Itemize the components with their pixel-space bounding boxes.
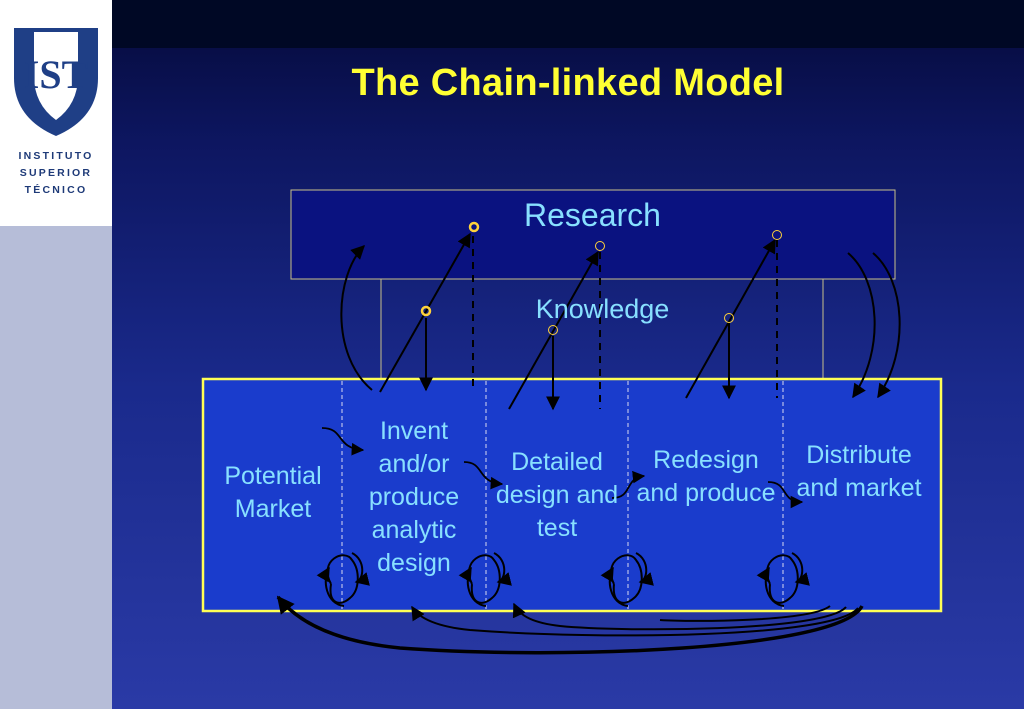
logo-panel: IST INSTITUTO SUPERIOR TÉCNICO [0,0,112,226]
stage-invent-design: Invent and/or produce analytic design [368,417,460,577]
stage-dividers [341,381,784,609]
sidebar: IST INSTITUTO SUPERIOR TÉCNICO [0,0,112,709]
logo-emblem-text: IST [24,52,89,97]
long-feedback-arrows [276,595,864,655]
stage-flow-arrows [321,427,804,509]
side-arcs [340,245,901,399]
ist-shield-logo: IST [14,28,98,136]
stage-detailed-design: Detailed design and test [495,448,619,542]
logo-line-2: SUPERIOR [19,167,93,179]
knowledge-label: Knowledge [535,294,670,324]
feedback-loops [316,552,810,607]
stage-distribute-market: Distribute and market [796,441,922,502]
top-band [112,0,1024,48]
knowledge-nodes [420,221,782,335]
stage-potential-market: Potential Market [224,462,322,523]
research-label: Research [524,197,661,233]
slide-title: The Chain-linked Model [351,62,785,104]
knowledge-links [379,232,778,411]
stage-redesign-produce: Redesign and produce [636,446,776,507]
logo-line-3: TÉCNICO [24,184,88,196]
logo-line-1: INSTITUTO [18,150,94,162]
